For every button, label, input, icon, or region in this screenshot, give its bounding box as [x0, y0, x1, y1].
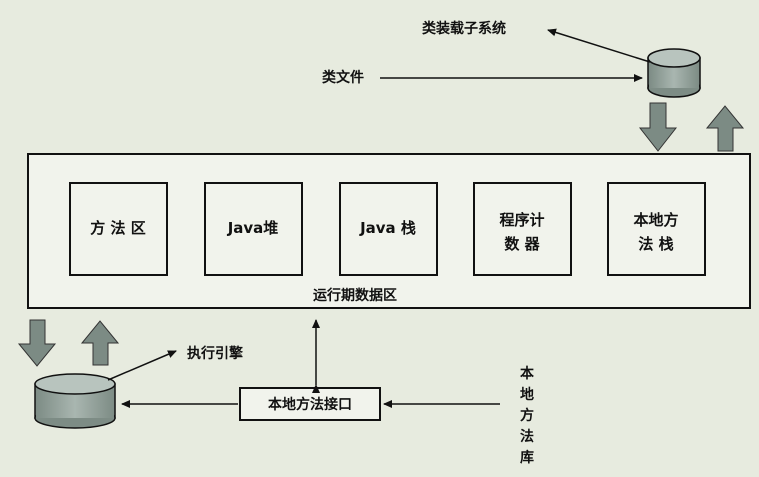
- execution-engine-label: 执行引擎: [187, 345, 243, 362]
- native-library-char: 地: [520, 386, 534, 403]
- native-library-label: 本地方法库: [520, 365, 535, 466]
- native-library-char: 库: [520, 449, 534, 466]
- class-loader-cylinder-icon: [647, 48, 701, 98]
- class-loader-arrow: [547, 28, 651, 63]
- native-interface-label: 本地方法接口: [268, 396, 352, 413]
- memory-area-method: 方 法 区: [69, 182, 168, 276]
- memory-area-label: 数 器: [504, 235, 540, 253]
- loader-up-arrow-icon: [705, 105, 745, 152]
- native-library-char: 本: [520, 365, 535, 382]
- memory-area-label: 法 栈: [638, 235, 673, 253]
- runtime-data-area-label: 运行期数据区: [313, 287, 397, 304]
- memory-area-label: Java堆: [227, 219, 279, 237]
- memory-area-java-stack: Java 栈: [339, 182, 438, 276]
- memory-area-label: 方 法 区: [90, 219, 145, 237]
- memory-area-program-counter: 程序计 数 器: [473, 182, 572, 276]
- execution-engine-cylinder-icon: [34, 373, 116, 429]
- memory-area-native-stack: 本地方 法 栈: [607, 182, 706, 276]
- memory-area-java-heap: Java堆: [204, 182, 303, 276]
- native-library-char: 法: [520, 428, 534, 445]
- memory-area-label: 本地方: [633, 211, 678, 229]
- native-library-char: 方: [520, 407, 534, 424]
- execution-engine-arrow: [107, 350, 177, 381]
- memory-area-label: 程序计: [499, 211, 544, 229]
- loader-down-arrow-icon: [638, 102, 678, 152]
- memory-area-label: Java 栈: [359, 219, 416, 237]
- class-loader-label: 类装载子系统: [422, 20, 506, 37]
- class-file-label: 类文件: [322, 69, 364, 86]
- native-interface-box: [239, 387, 381, 421]
- engine-down-arrow-icon: [17, 319, 57, 367]
- engine-up-arrow-icon: [80, 320, 120, 366]
